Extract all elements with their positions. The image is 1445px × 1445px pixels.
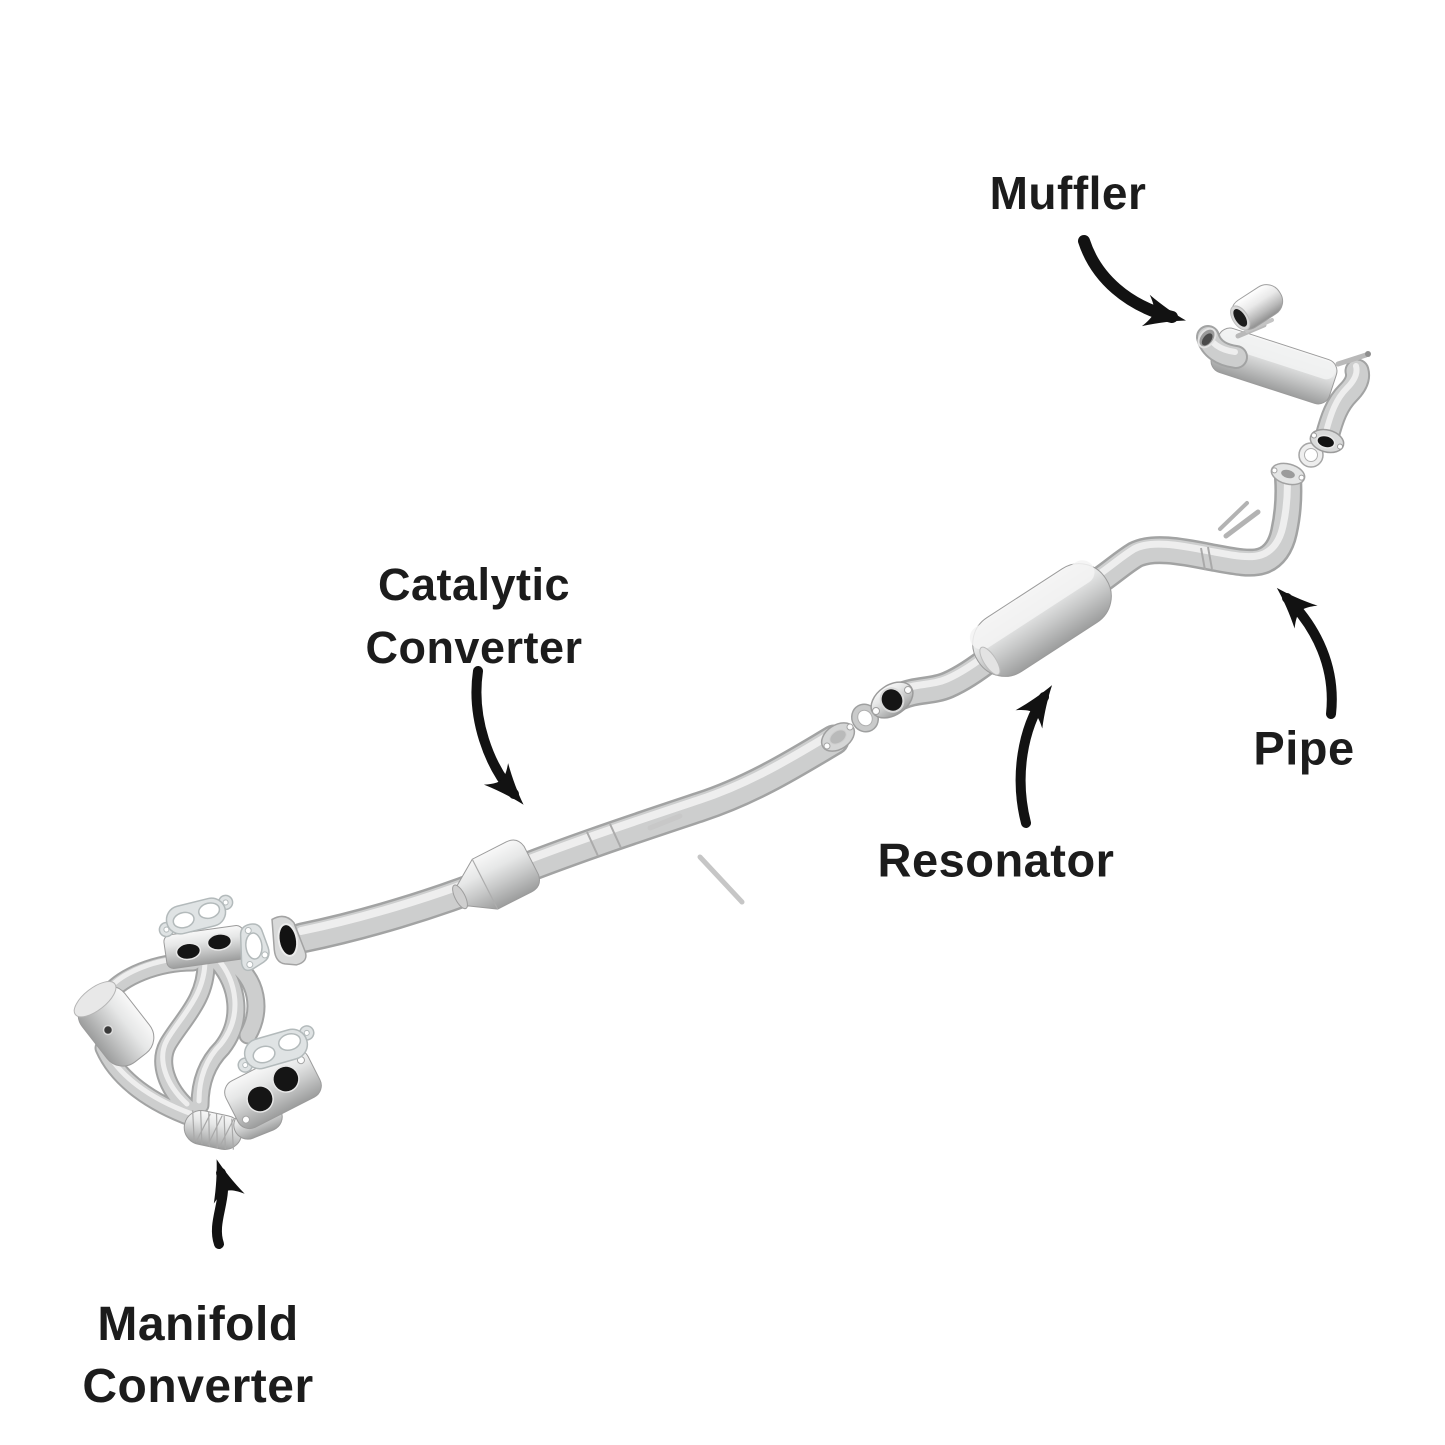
resonator-pipe-inlet-flange [870, 681, 914, 719]
resonator-label: Resonator [877, 833, 1115, 887]
catalytic-converter-label: Catalytic Converter [365, 553, 582, 679]
manifold-upper-flange [163, 925, 247, 969]
hanger-rod [647, 813, 683, 831]
manifold-gasket-upper [158, 894, 234, 938]
manifold-converter-label: Manifold Converter [82, 1294, 313, 1418]
hanger-rod [1223, 509, 1261, 539]
flex-braid-section [183, 1110, 243, 1150]
catalytic-converter-pipe-part [271, 722, 856, 966]
manifold-converter-drum [73, 981, 155, 1067]
pipe-arrow [1276, 587, 1337, 719]
muffler-elbow-opening [1197, 327, 1217, 349]
muffler-arrow [1078, 235, 1186, 327]
resonator-pipe-part [870, 462, 1306, 719]
catalytic-converter-body [452, 839, 540, 910]
hanger-rod [1335, 352, 1369, 367]
manifold-gasket-lower [237, 1025, 315, 1073]
manifold-converter-label-line2: Converter [82, 1360, 314, 1413]
mid-joint [850, 703, 880, 733]
annotation-arrows [211, 235, 1337, 1249]
hanger-tip [1365, 351, 1371, 357]
catalytic-converter-arrow [471, 666, 524, 805]
muffler-downpipe-flange [1309, 428, 1345, 454]
catalytic-converter-label-line1: Catalytic [377, 559, 571, 610]
resonator-body [969, 560, 1112, 677]
exhaust-tip [1230, 284, 1284, 331]
manifold-converter-part [73, 925, 322, 1150]
manifold-converter-arrow [211, 1159, 245, 1249]
oxygen-sensor-port [102, 1024, 114, 1036]
hanger-rod [1218, 501, 1249, 531]
resonator-arrow [1015, 685, 1053, 828]
pipe-label: Pipe [1253, 721, 1355, 775]
ring-gasket [850, 703, 880, 733]
muffler-label: Muffler [989, 167, 1147, 219]
catalytic-converter-label-line2: Converter [365, 622, 583, 673]
rear-pipe-flange [1270, 462, 1306, 486]
muffler-part [1195, 284, 1371, 454]
manifold-converter-label-line1: Manifold [97, 1298, 299, 1351]
hanger-rod [697, 854, 745, 905]
front-pipe-gasket [239, 923, 270, 972]
front-pipe-inlet-flange [271, 915, 307, 966]
